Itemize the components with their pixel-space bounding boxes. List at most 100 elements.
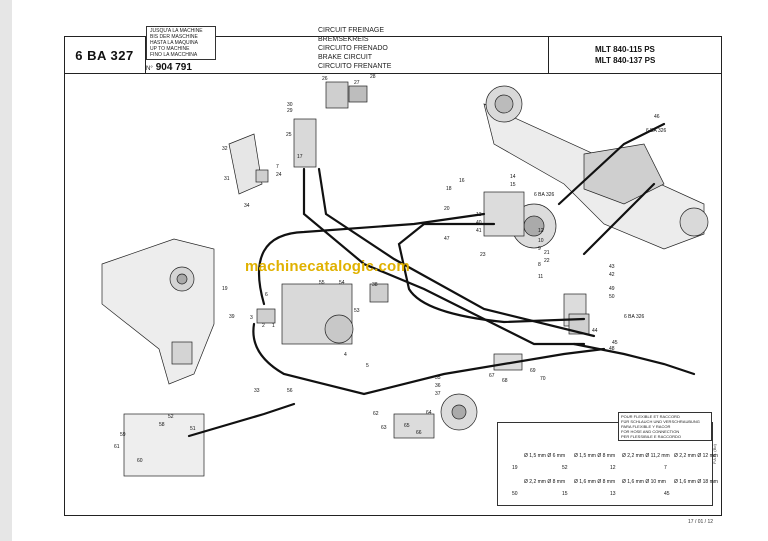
callout: 21 bbox=[544, 250, 550, 256]
serial-number: 904 791 bbox=[155, 62, 192, 73]
legend-spec: Ø 2,2 mm Ø 12 mm bbox=[674, 453, 718, 459]
callout: 6 bbox=[265, 292, 268, 298]
legend-spec: Ø 1,6 mm Ø 8 mm bbox=[574, 479, 616, 485]
legend-code: 13 bbox=[610, 491, 616, 497]
legend-header-line: PER FLESSIBILE E RACCORDO bbox=[621, 434, 682, 439]
serial-line: FINO LA MACCHINA bbox=[150, 52, 198, 58]
callout: 42 bbox=[609, 272, 615, 278]
legend-code: 50 bbox=[512, 491, 518, 497]
header-row bbox=[64, 36, 722, 74]
legend-code: 15 bbox=[562, 491, 568, 497]
callout: 51 bbox=[190, 426, 196, 432]
callout: 10 bbox=[538, 238, 544, 244]
callout: 27 bbox=[354, 80, 360, 86]
page-margin-bar bbox=[0, 0, 12, 541]
callout: 25 bbox=[286, 132, 292, 138]
legend-spec: Ø 2,2 mm Ø 8 mm bbox=[524, 479, 566, 485]
serial-line: JUSQU'A LA MACHINE bbox=[150, 28, 203, 34]
title-line: CIRCUITO FRENANTE bbox=[318, 63, 392, 70]
legend-code: 45 bbox=[664, 491, 670, 497]
callout: 67 bbox=[489, 373, 495, 379]
legend-code: 52 bbox=[562, 465, 568, 471]
callout: 55 bbox=[319, 280, 325, 286]
legend-code: 12 bbox=[610, 465, 616, 471]
callout: 41 bbox=[476, 228, 482, 234]
callout: 35 bbox=[435, 375, 441, 381]
legend-spec: Ø 1,6 mm Ø 10 mm bbox=[622, 479, 666, 485]
model-line: MLT 840-115 PS bbox=[595, 45, 655, 54]
callout: 53 bbox=[354, 308, 360, 314]
circuit-title-block: CIRCUIT FREINAGE BREMSEKREIS CIRCUITO FR… bbox=[318, 26, 438, 71]
callout: 49 bbox=[609, 286, 615, 292]
legend-spec: Ø 2,2 mm Ø 11,2 mm bbox=[622, 453, 670, 459]
callout-labels: 26 27 28 29 30 25 32 17 7 24 31 34 16 18… bbox=[114, 74, 660, 464]
callout: 61 bbox=[114, 444, 120, 450]
callout: 30 bbox=[287, 102, 293, 108]
callout: 59 bbox=[120, 432, 126, 438]
callout: 64 bbox=[426, 410, 432, 416]
brake-circuit-diagram: 26 27 28 29 30 25 32 17 7 24 31 34 16 18… bbox=[101, 74, 709, 477]
tank-frame bbox=[101, 238, 215, 385]
callout: 37 bbox=[435, 391, 441, 397]
legend-spec: Ø 1,5 mm Ø 6 mm bbox=[524, 453, 566, 459]
legend-header-line: PARA FLEXIBLE Y RACOR bbox=[621, 424, 671, 429]
callout: 38 bbox=[372, 282, 378, 288]
callout: 12 bbox=[538, 228, 544, 234]
callout: 1 bbox=[272, 323, 275, 329]
serial-label-box: JUSQU'A LA MACHINE BIS DER MASCHINE HAST… bbox=[146, 26, 216, 60]
callout: 5 bbox=[366, 363, 369, 369]
callout: 24 bbox=[276, 172, 282, 178]
callout: 20 bbox=[444, 206, 450, 212]
callout: 40 bbox=[476, 220, 482, 226]
callout: 4 bbox=[344, 352, 347, 358]
callout: 48 bbox=[609, 346, 615, 352]
callout: 69 bbox=[530, 368, 536, 374]
callout: 14 bbox=[510, 174, 516, 180]
callout: 46 bbox=[654, 114, 660, 120]
brake-hoses bbox=[187, 122, 696, 438]
callout: 43 bbox=[609, 264, 615, 270]
callout: 26 bbox=[322, 76, 328, 82]
callout: 13 bbox=[476, 212, 482, 218]
callout: 32 bbox=[222, 146, 228, 152]
callout: 19 bbox=[222, 286, 228, 292]
callout: 50 bbox=[609, 294, 615, 300]
callout: 2 bbox=[262, 323, 265, 329]
callout: 70 bbox=[540, 376, 546, 382]
callout: 56 bbox=[287, 388, 293, 394]
hose-legend-box: 19 Ø 1,5 mm Ø 6 mm 52 Ø 1,5 mm Ø 8 mm 12… bbox=[497, 422, 718, 506]
callout: 28 bbox=[370, 74, 376, 80]
callout: 34 bbox=[244, 203, 250, 209]
callout: 45 bbox=[612, 340, 618, 346]
legend-spec: Ø 1,5 mm Ø 8 mm bbox=[574, 453, 616, 459]
callout: 54 bbox=[339, 280, 345, 286]
serial-line: HASTA LA MAQUINA bbox=[150, 40, 198, 46]
legend-code: 7 bbox=[664, 465, 667, 471]
cross-reference: 6 BA 326 bbox=[646, 128, 667, 134]
cross-reference: 6 BA 326 bbox=[624, 314, 645, 320]
watermark-text: machinecatalogic.com bbox=[245, 258, 410, 275]
callout: 18 bbox=[446, 186, 452, 192]
legend-header: POUR FLEXIBLE ET RACCORD FÜR SCHLAUCH UN… bbox=[618, 412, 712, 441]
legend-spec: Ø 1,6 mm Ø 18 mm bbox=[674, 479, 718, 485]
serial-number-line: N°904 791 bbox=[146, 62, 216, 73]
title-line: CIRCUITO FRENADO bbox=[318, 45, 388, 52]
callout: 65 bbox=[404, 423, 410, 429]
callout: 17 bbox=[297, 154, 303, 160]
callout: 52 bbox=[168, 414, 174, 420]
callout: 3 bbox=[250, 315, 253, 321]
callout: 60 bbox=[137, 458, 143, 464]
legend-header-line: FOR HOSE AND CONNECTION bbox=[621, 429, 680, 434]
model-line: MLT 840-137 PS bbox=[595, 56, 656, 65]
legend-header-line: FÜR SCHLAUCH UND VERSCHRAUBUNG bbox=[621, 419, 700, 424]
reference-box: 6 BA 327 bbox=[64, 36, 146, 74]
callout: 15 bbox=[510, 182, 516, 188]
reference-code: 6 BA 327 bbox=[75, 47, 134, 63]
serial-limit-block: JUSQU'A LA MACHINE BIS DER MASCHINE HAST… bbox=[146, 26, 216, 73]
callout: 8 bbox=[538, 262, 541, 268]
callout: 22 bbox=[544, 258, 550, 264]
callout: 33 bbox=[254, 388, 260, 394]
callout: 39 bbox=[229, 314, 235, 320]
callout: 62 bbox=[373, 411, 379, 417]
title-line: BRAKE CIRCUIT bbox=[318, 54, 373, 61]
